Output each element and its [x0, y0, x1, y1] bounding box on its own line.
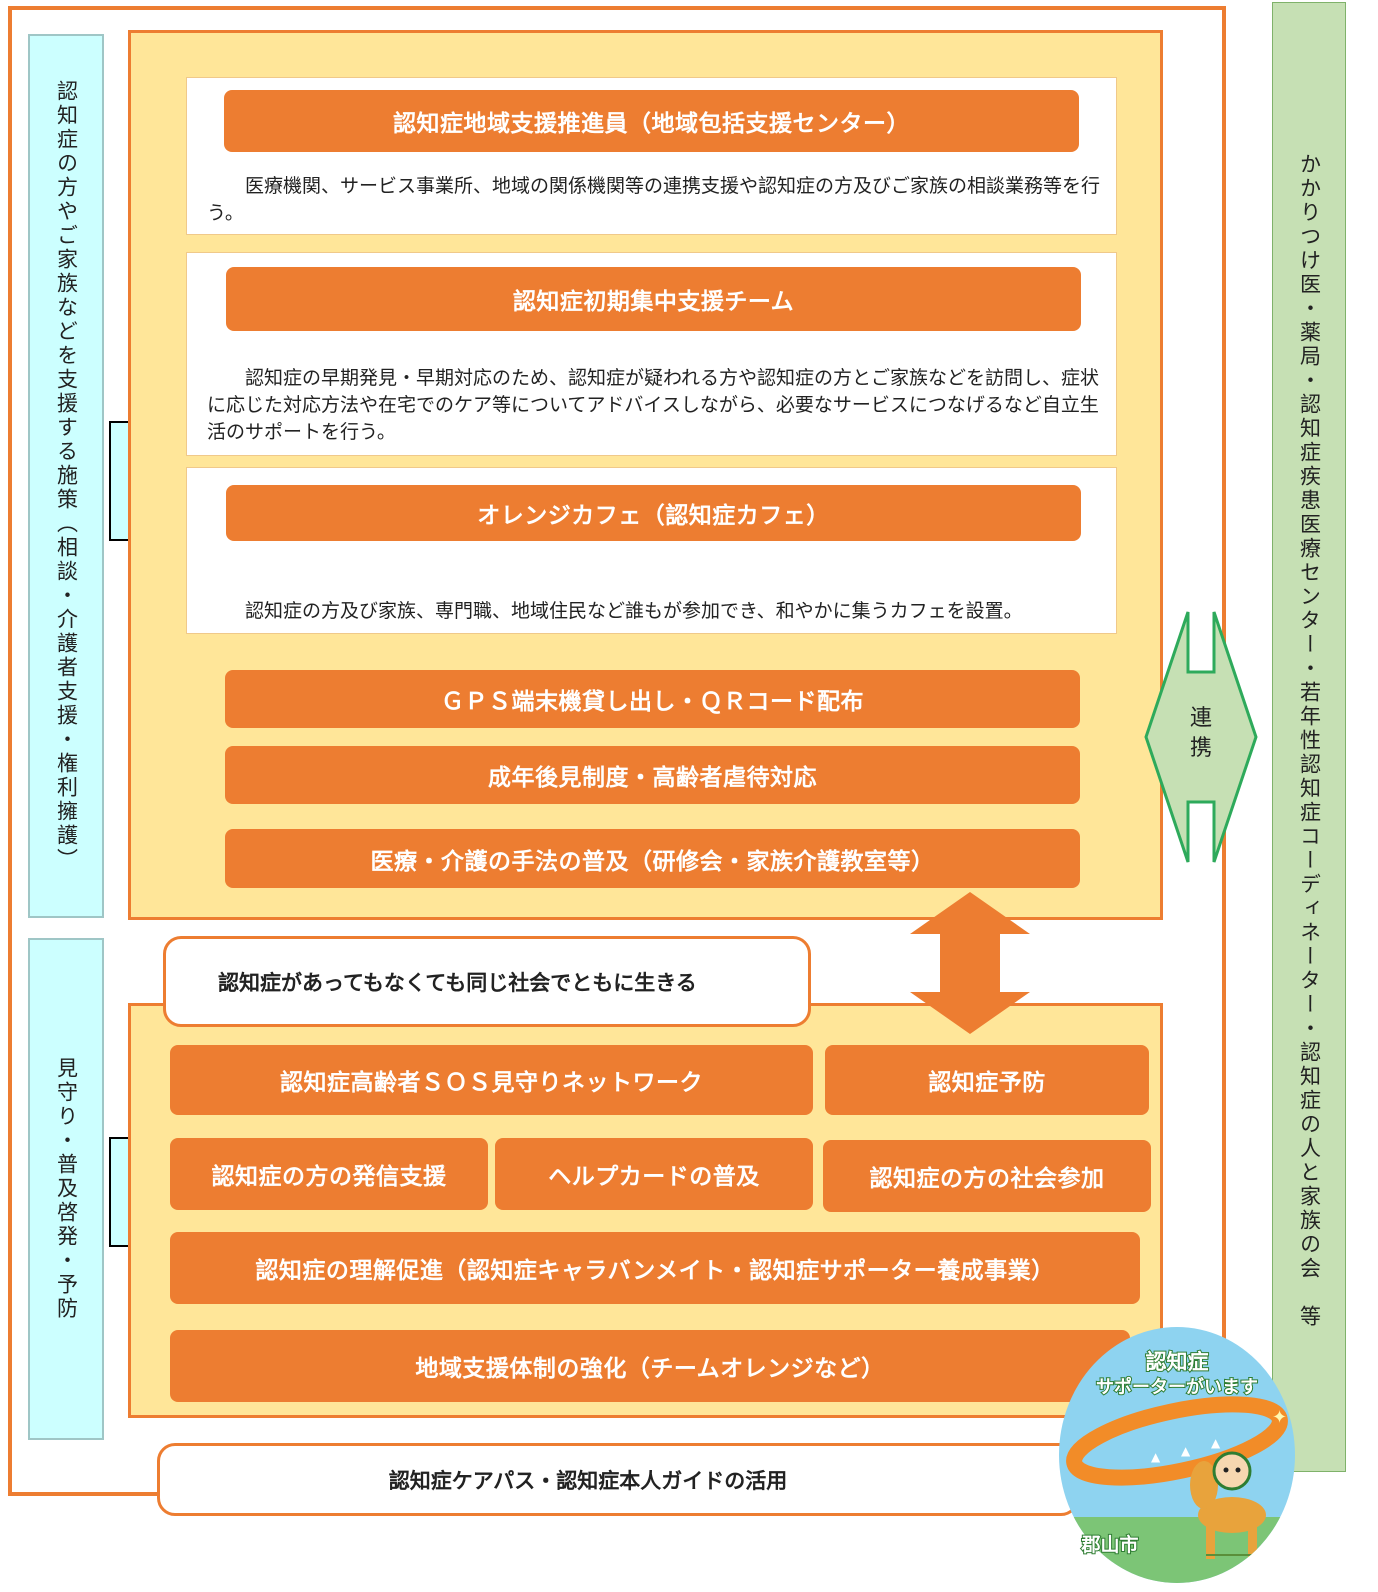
svg-text:▲: ▲ — [1181, 1444, 1191, 1458]
left-upper-label: 認知症の方やご家族などを支援する施策（相談・介護者支援・権利擁護） — [28, 34, 104, 918]
card-early-support-team-title: 認知症初期集中支援チーム — [226, 267, 1081, 331]
bar-gps-qr: ＧＰＳ端末機貸し出し・ＱＲコード配布 — [225, 670, 1080, 728]
motto-pill: 認知症があってもなくても同じ社会でともに生きる — [163, 936, 811, 1027]
logo-line2: サポーターがいます — [1096, 1376, 1258, 1398]
bar-sos-network: 認知症高齢者ＳＯＳ見守りネットワーク — [170, 1045, 813, 1115]
link-arrow-label: 連 携 — [1182, 704, 1220, 764]
bar-social-participation: 認知症の方の社会参加 — [823, 1140, 1151, 1212]
card-community-promoter: 認知症地域支援推進員（地域包括支援センター） 医療機関、サービス事業所、地域の関… — [186, 77, 1117, 235]
card-early-support-team: 認知症初期集中支援チーム 認知症の早期発見・早期対応のため、認知症が疑われる方や… — [186, 252, 1117, 456]
bar-prevention: 認知症予防 — [825, 1045, 1149, 1115]
svg-text:▲: ▲ — [1211, 1436, 1221, 1450]
bar-community-system: 地域支援体制の強化（チームオレンジなど） — [170, 1330, 1130, 1402]
link-arrow-label-line2: 携 — [1189, 736, 1212, 761]
bar-care-methods: 医療・介護の手法の普及（研修会・家族介護教室等） — [225, 829, 1080, 888]
sparkle-icon: ✦ — [1272, 1407, 1287, 1428]
logo-city: 郡山市 — [1080, 1533, 1138, 1556]
double-arrow-icon — [910, 892, 1030, 1034]
bar-help-card: ヘルプカードの普及 — [495, 1138, 813, 1210]
bar-guardianship: 成年後見制度・高齢者虐待対応 — [225, 746, 1080, 804]
left-lower-label: 見守り・普及啓発・予防 — [28, 938, 104, 1440]
card-orange-cafe: オレンジカフェ（認知症カフェ） 認知症の方及び家族、専門職、地域住民など誰もが参… — [186, 467, 1117, 634]
card-community-promoter-title: 認知症地域支援推進員（地域包括支援センター） — [224, 90, 1079, 152]
bar-understanding: 認知症の理解促進（認知症キャラバンメイト・認知症サポーター養成事業） — [170, 1232, 1140, 1304]
card-orange-cafe-title: オレンジカフェ（認知症カフェ） — [226, 485, 1081, 541]
link-arrow-label-line1: 連 — [1189, 706, 1212, 731]
bar-self-expression: 認知症の方の発信支援 — [170, 1138, 488, 1210]
logo-line1: 認知症 — [1146, 1350, 1209, 1374]
care-path-pill: 認知症ケアパス・認知症本人ガイドの活用 — [157, 1443, 1079, 1516]
card-orange-cafe-description: 認知症の方及び家族、専門職、地域住民など誰もが参加でき、和やかに集うカフェを設置… — [245, 600, 1023, 622]
card-early-support-team-description: 認知症の早期発見・早期対応のため、認知症が疑われる方や認知症の方とご家族などを訪… — [207, 367, 1100, 443]
card-community-promoter-description: 医療機関、サービス事業所、地域の関係機関等の連携支援や認知症の方及びご家族の相談… — [207, 175, 1101, 224]
supporter-logo-icon: ▲ ▲ ▲ 認知症 サポーターがいます 郡山市 ✦ — [1059, 1327, 1295, 1583]
right-partners-label: かかりつけ医・薬局・認知症疾患医療センター・若年性認知症コーディネーター・認知症… — [1272, 2, 1346, 1472]
link-arrow-icon — [1144, 611, 1258, 863]
svg-text:▲: ▲ — [1151, 1450, 1161, 1464]
